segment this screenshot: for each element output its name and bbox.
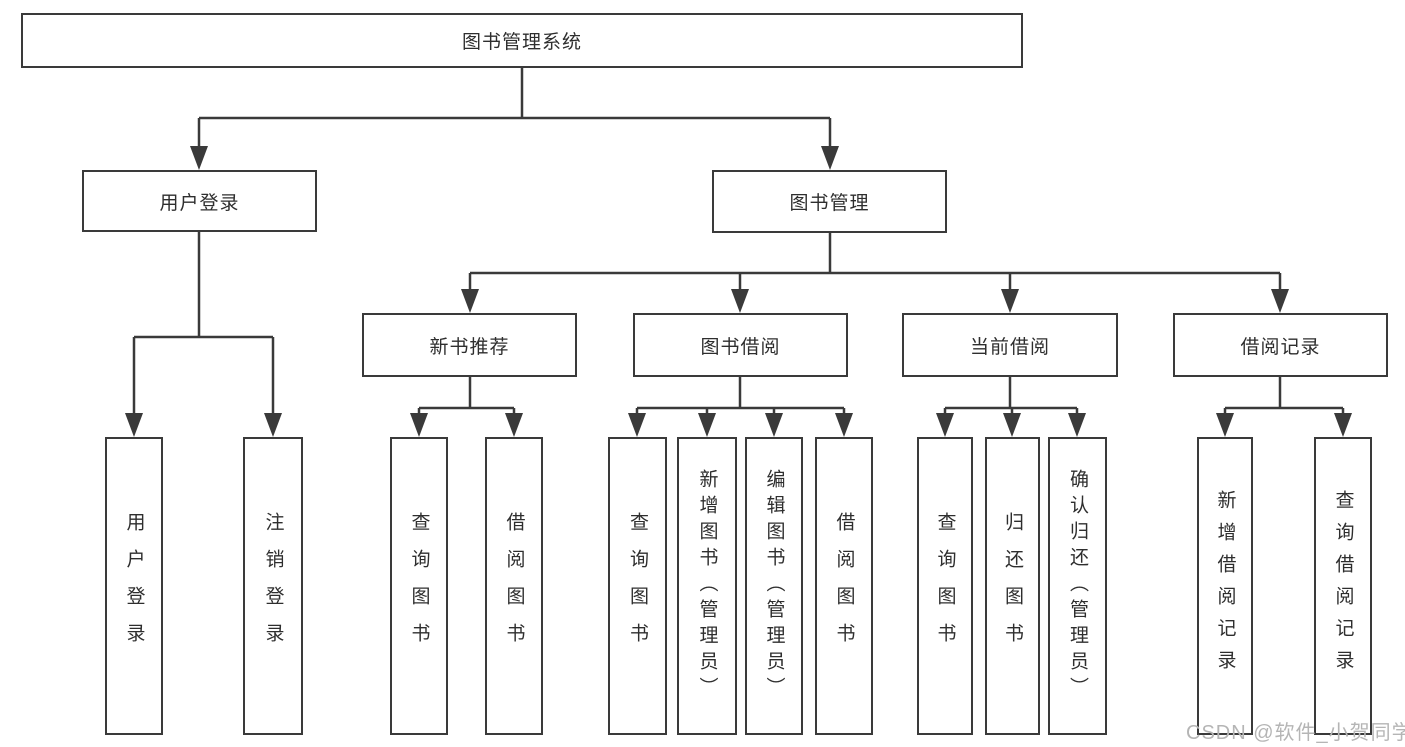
leaf-borrow-books-borrowing-label: 借阅图书	[833, 512, 855, 660]
leaf-user-login: 用户登录	[105, 437, 163, 735]
leaf-edit-book-admin: 编辑图书（管理员）	[745, 437, 803, 735]
leaf-logout-label: 注销登录	[262, 512, 284, 660]
node-borrowing-records: 借阅记录	[1173, 313, 1388, 377]
leaf-return-books-label: 归还图书	[1002, 512, 1023, 660]
leaf-query-books-recommend-label: 查询图书	[408, 512, 430, 660]
watermark: CSDN @软件_小贺同学	[1186, 722, 1405, 744]
leaf-query-books-recommend: 查询图书	[390, 437, 448, 735]
leaf-query-books-current-label: 查询图书	[934, 512, 956, 660]
leaf-borrow-books-borrowing: 借阅图书	[815, 437, 873, 735]
leaf-query-books-borrowing-label: 查询图书	[627, 512, 648, 660]
leaf-borrow-books-recommend: 借阅图书	[485, 437, 543, 735]
leaf-confirm-return-admin: 确认归还（管理员）	[1048, 437, 1107, 735]
leaf-borrow-books-recommend-label: 借阅图书	[503, 512, 525, 660]
leaf-query-books-current: 查询图书	[917, 437, 973, 735]
leaf-edit-book-admin-label: 编辑图书（管理员）	[763, 469, 785, 703]
leaf-logout: 注销登录	[243, 437, 303, 735]
node-current-borrowing: 当前借阅	[902, 313, 1118, 377]
leaf-query-borrow-record-label: 查询借阅记录	[1332, 490, 1354, 682]
leaf-return-books: 归还图书	[985, 437, 1040, 735]
leaf-add-book-admin-label: 新增图书（管理员）	[696, 469, 718, 703]
node-new-book-recommendation: 新书推荐	[362, 313, 577, 377]
node-user-login-group: 用户登录	[82, 170, 317, 232]
node-library-management-system: 图书管理系统	[21, 13, 1023, 68]
leaf-user-login-label: 用户登录	[123, 512, 145, 660]
leaf-query-borrow-record: 查询借阅记录	[1314, 437, 1372, 735]
leaf-query-books-borrowing: 查询图书	[608, 437, 667, 735]
leaf-add-borrow-record-label: 新增借阅记录	[1214, 490, 1236, 682]
node-book-borrowing: 图书借阅	[633, 313, 848, 377]
arrowheads	[125, 146, 1352, 437]
node-book-management: 图书管理	[712, 170, 947, 233]
leaf-confirm-return-admin-label: 确认归还（管理员）	[1067, 469, 1088, 703]
leaf-add-book-admin: 新增图书（管理员）	[677, 437, 737, 735]
leaf-add-borrow-record: 新增借阅记录	[1197, 437, 1253, 735]
